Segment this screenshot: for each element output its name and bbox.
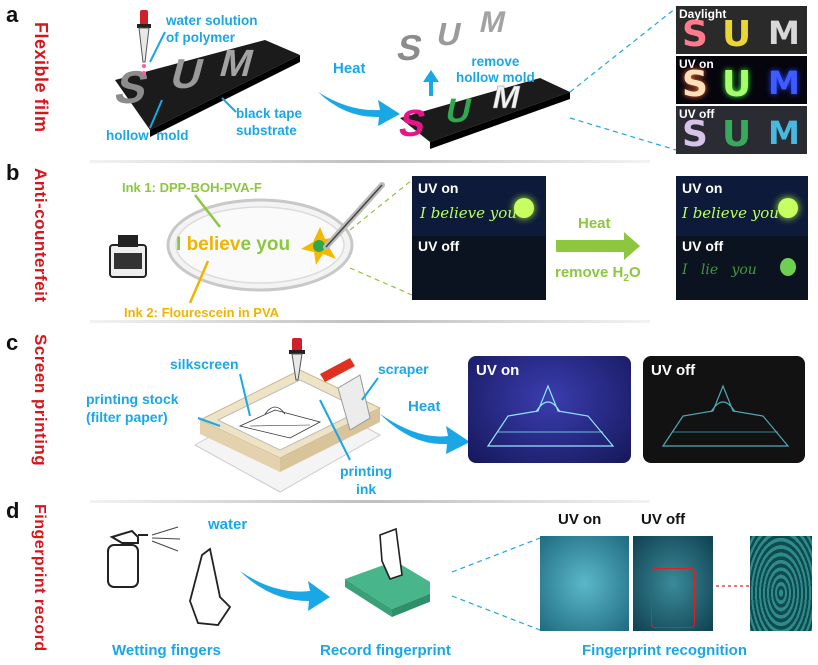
photo-b-after-partial: I lie you (682, 262, 757, 278)
label-black-tape: black tape substrate (236, 106, 303, 138)
divider-b (90, 320, 650, 323)
dish-text: I believe you (176, 234, 290, 256)
photo-d-zoom (750, 536, 812, 631)
panel-b-side-label: Anti-counterfeit (31, 168, 50, 303)
photo-c-uv-on: UV on (468, 356, 631, 463)
dish-text-i: I (176, 234, 187, 255)
photo-b-after-uv-off: UV off (682, 238, 724, 254)
panel-c-side-label: Screen printing (31, 334, 50, 467)
dish-text-e: e (240, 234, 252, 255)
panel-c-heat-arrow (380, 414, 470, 454)
label-uv-on-d: UV on (558, 511, 602, 528)
label-water: water (208, 516, 248, 533)
photo-c-uv-on-label: UV on (476, 362, 520, 379)
panel-b-illustration (109, 182, 385, 304)
panel-a-pointer-lines (149, 7, 677, 151)
label-remove-mold: remove hollow mold (456, 54, 535, 85)
photo-uv-off-label: UV off (679, 107, 715, 121)
panel-d-illustration (107, 526, 430, 626)
photo-b-after-writing: I believe you (682, 204, 779, 222)
divider-c (90, 500, 650, 503)
dish-text-believ: believ (186, 234, 241, 255)
photo-d-uv-on (540, 536, 629, 631)
photo-b-after-uv-on: UV on (682, 180, 723, 196)
label-printing-ink: printing ink (340, 463, 393, 497)
label-water-solution: water solution of polymer (166, 13, 258, 45)
divider-a (90, 160, 650, 163)
panel-a-film-illustration: S U M S U M (394, 6, 570, 149)
label-heat-a: Heat (333, 60, 366, 77)
label-remove-water: remove H2O (555, 264, 641, 284)
photo-b-before-writing: I believe you (420, 204, 517, 222)
caption-fingerprint-recognition: Fingerprint recognition (582, 642, 747, 659)
photo-d-uv-off (633, 536, 713, 631)
label-heat-c: Heat (408, 398, 441, 415)
photo-uv-on: UV on S U M (676, 56, 807, 104)
photo-daylight: Daylight S U M (676, 6, 807, 54)
label-ink1: Ink 1: DPP-BOH-PVA-F (122, 180, 262, 195)
panel-d-side-label: Fingerprint record (31, 504, 48, 652)
photo-c-uv-off: UV off (643, 356, 805, 463)
panel-c-letter: c (6, 330, 19, 355)
caption-wetting-fingers: Wetting fingers (112, 642, 221, 659)
photo-b-before-uv-on: UV on (418, 180, 459, 196)
photo-uv-on-label: UV on (679, 57, 714, 71)
panel-b-letter: b (6, 160, 20, 185)
panel-b-dashes (349, 179, 640, 296)
panel-d-letter: d (6, 498, 20, 523)
photo-daylight-label: Daylight (679, 7, 727, 21)
photo-b-before: UV on I believe you UV off (412, 176, 546, 300)
panel-a-mold-illustration: S U M (110, 10, 300, 137)
label-hollow-mold: hollow mold (106, 128, 189, 143)
label-silkscreen: silkscreen (170, 356, 239, 372)
photo-b-before-uv-off: UV off (418, 238, 460, 254)
panel-c-illustration (193, 338, 382, 493)
label-uv-off-d: UV off (641, 511, 686, 528)
panel-a-side-label: Flexible film (31, 22, 51, 133)
label-heat-b: Heat (578, 215, 611, 232)
label-ink2: Ink 2: Flourescein in PVA (124, 305, 280, 320)
label-scraper: scraper (378, 361, 429, 377)
photo-c-uv-off-label: UV off (651, 362, 696, 379)
dish-text-you: you (251, 234, 291, 255)
caption-record-fingerprint: Record fingerprint (320, 642, 451, 659)
label-printing-stock: printing stock (filter paper) (86, 391, 179, 425)
photo-uv-off: UV off S U M (676, 106, 807, 154)
panel-a-letter: a (6, 2, 19, 27)
fingerprint-highlight-box (651, 568, 695, 628)
photo-b-after: UV on I believe you UV off I lie you (676, 176, 808, 300)
